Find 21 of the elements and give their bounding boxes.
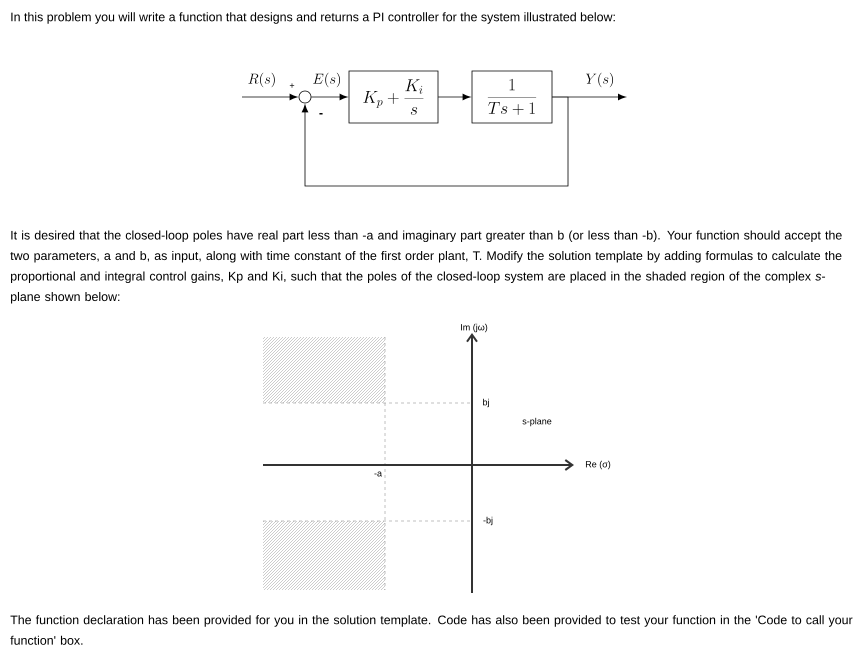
tick-label: bj <box>483 398 489 408</box>
paragraph: The function declaration has been provided for you in the solution template. Code has also been provided to test your function in the 'Code to call your function' box. <box>10 615 852 645</box>
paragraph: In this problem you will write a function that designs and returns a PI controller for the system illustrated below: <box>11 12 615 24</box>
edge-label: $R(s)$ <box>248 72 275 88</box>
edge-label: $Y(s)$ <box>586 72 614 88</box>
plane-label: s-plane <box>522 418 552 426</box>
summing-junction <box>298 90 312 104</box>
edge-label: $E(s)$ <box>313 72 340 88</box>
tick-label: -bj <box>483 516 492 526</box>
arrow <box>438 94 470 100</box>
axis-label: Im (jω) <box>461 324 488 332</box>
paragraph: It is desired that the closed-loop poles have real part less than -a and imaginary part greater than b (or less than -b). Your function should accept the two parameters, a and b, as input, along with time constant of the first order plant, T. Modify the solution template by adding formulas to calculate the proportional and integral control gains, Kp and Ki, such that the poles of the closed-loop system are placed in the shaded region of the complex s-plane shown below: <box>10 230 842 304</box>
arrow <box>302 96 568 186</box>
block-box: $K_p+\frac{K_i}{s}$ <box>348 70 438 124</box>
plus-sign: + <box>290 83 294 88</box>
arrow <box>311 94 348 100</box>
arrow <box>242 94 298 100</box>
tick-label: -a <box>374 472 382 476</box>
axis-label: Re (σ) <box>586 460 610 470</box>
minus-sign: - <box>319 113 323 114</box>
block-box: $\frac{1}{Ts+1}$ <box>472 70 552 124</box>
